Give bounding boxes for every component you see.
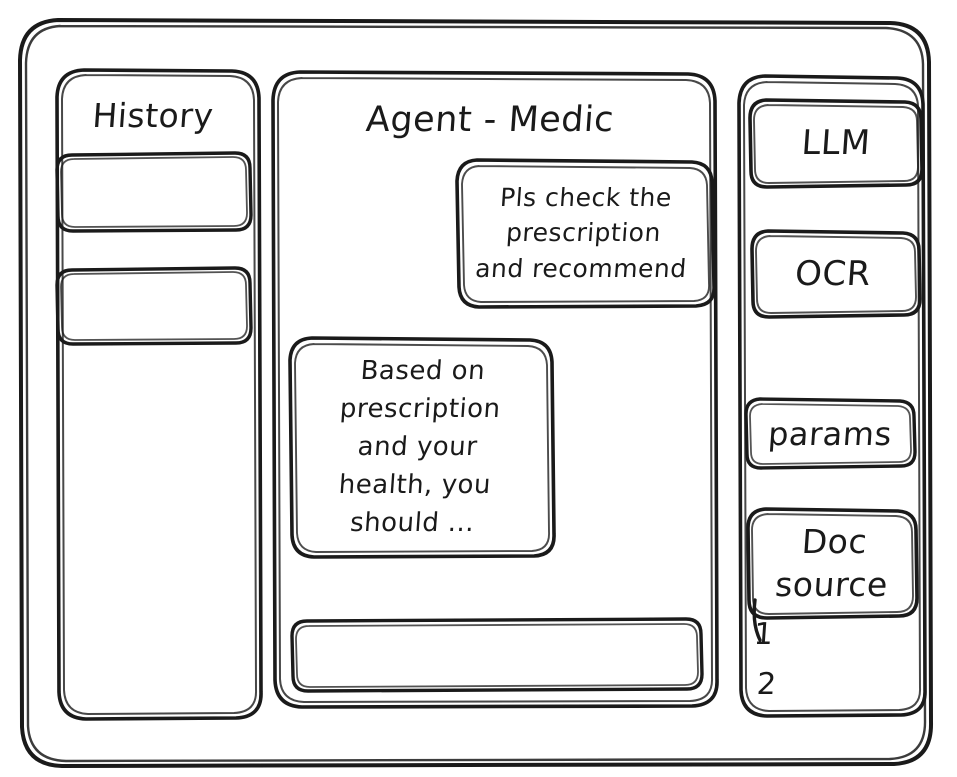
user-message-bubble[interactable] [457,160,715,307]
message-composer-input[interactable] [292,619,702,691]
tool-button-ocr[interactable] [752,231,920,317]
tool-button-doc-source[interactable] [748,509,917,618]
page-title: Agent - Medic [364,100,616,140]
history-item-2[interactable] [57,268,252,345]
tool-button-params[interactable] [746,399,915,468]
assistant-message-bubble[interactable] [290,338,555,557]
history-panel-title: History [91,95,215,135]
history-item-1[interactable] [57,153,252,232]
doc-source-item-2[interactable]: 2 [755,666,778,702]
tool-button-llm[interactable] [750,100,922,187]
doc-source-item-1[interactable]: 1 [752,616,775,652]
